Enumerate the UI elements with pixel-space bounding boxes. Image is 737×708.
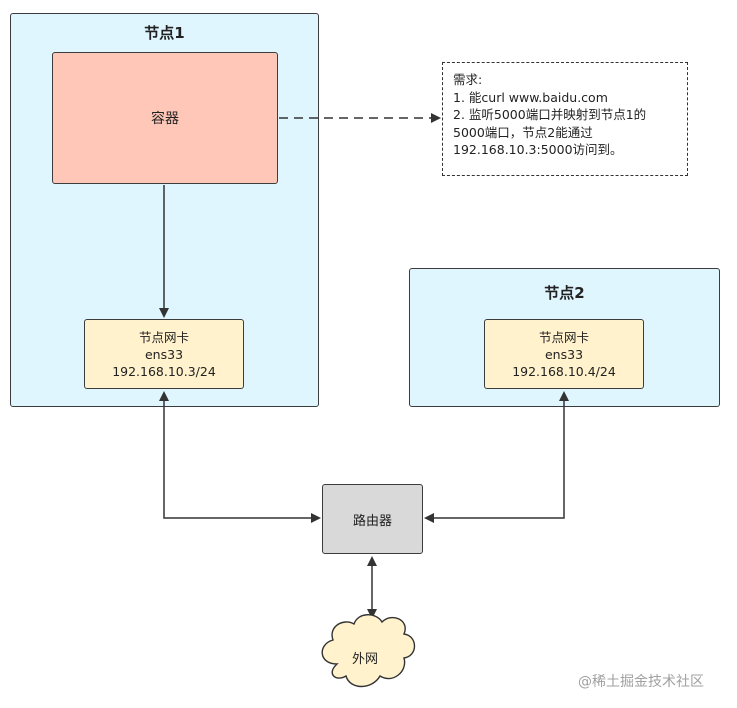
nic2-router-arrow xyxy=(424,391,569,523)
node1-nic-ip: 192.168.10.3/24 xyxy=(112,363,216,379)
requirements-line: 需求: xyxy=(453,72,483,87)
node1-nic-name: 节点网卡 xyxy=(138,329,189,345)
requirements-note: 需求: 1. 能curl www.baidu.com 2. 监听5000端口并映… xyxy=(442,62,688,176)
node1-nic-iface: ens33 xyxy=(144,346,184,362)
requirements-line: 1. 能curl www.baidu.com xyxy=(453,89,608,105)
router-box: 路由器 xyxy=(322,484,423,554)
node2-nic-box: 节点网卡 ens33 192.168.10.4/24 xyxy=(484,319,644,389)
requirements-line: 5000端口，节点2能通过 xyxy=(453,124,593,140)
watermark: @稀土掘金技术社区 xyxy=(578,674,704,690)
nic1-router-arrow xyxy=(159,391,321,523)
internet-cloud-icon xyxy=(321,614,416,688)
node2-nic-ip: 192.168.10.4/24 xyxy=(512,363,616,379)
requirements-line: 192.168.10.3:5000访问到。 xyxy=(453,142,623,157)
node2-nic-iface: ens33 xyxy=(544,346,584,362)
container-box: 容器 xyxy=(52,52,278,184)
node2-title: 节点2 xyxy=(544,284,585,302)
node1-nic-box: 节点网卡 ens33 192.168.10.3/24 xyxy=(84,319,244,389)
node1-title: 节点1 xyxy=(144,24,185,42)
requirements-line: 2. 监听5000端口并映射到节点1的 xyxy=(453,107,647,122)
container-label: 容器 xyxy=(151,111,179,127)
internet-label: 外网 xyxy=(351,652,378,667)
router-label: 路由器 xyxy=(352,513,392,529)
node2-nic-name: 节点网卡 xyxy=(538,329,589,345)
